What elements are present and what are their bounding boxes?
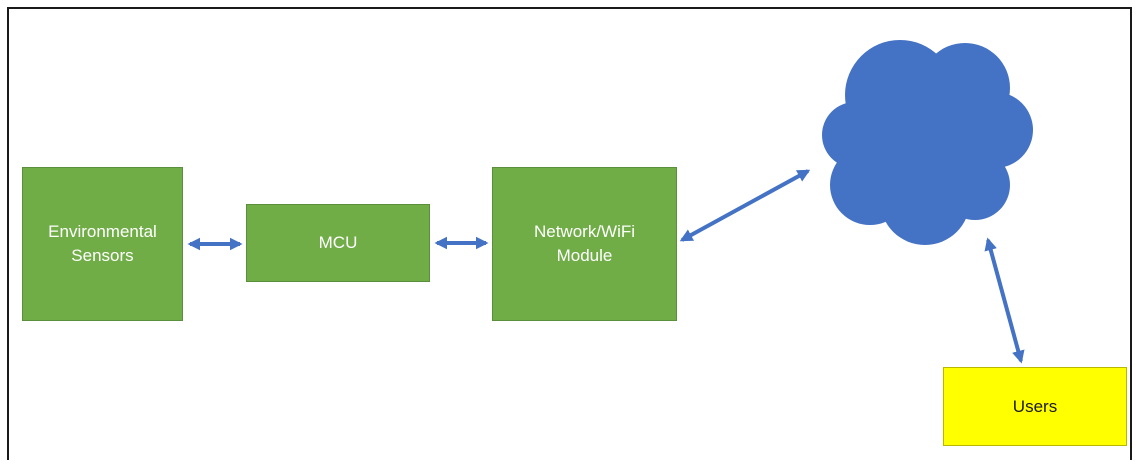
arrow-cloud-users [984, 237, 1025, 364]
mcu-label: MCU [318, 233, 358, 252]
network-wifi-module-block: Network/WiFi Module [492, 167, 677, 321]
users-block: Users [943, 367, 1127, 446]
mcu-block: MCU [246, 204, 430, 282]
environmental-sensors-label: Environmental Sensors [48, 222, 157, 265]
users-label: Users [1012, 396, 1058, 416]
environmental-sensors-block: Environmental Sensors [22, 167, 183, 321]
arrow-network-cloud [679, 169, 811, 242]
diagram-frame [7, 7, 1132, 460]
network-wifi-module-label: Network/WiFi Module [533, 222, 636, 265]
cloud-icon [822, 40, 1033, 245]
